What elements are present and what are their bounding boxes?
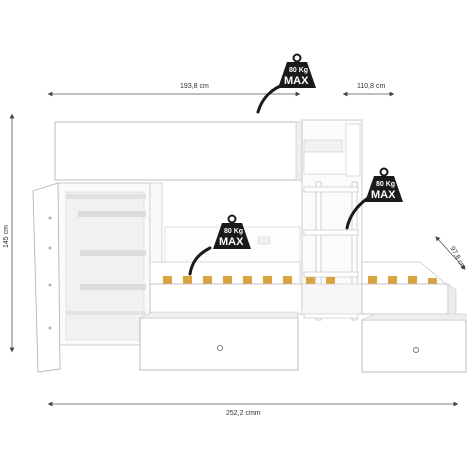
dimension-bottom-width-label: 252,2 cmm: [226, 410, 261, 417]
drawer-left-handle: [217, 345, 223, 351]
dimension-height-label: 145 cm: [3, 225, 10, 248]
side-bed: [361, 261, 457, 321]
upper-bed: [54, 121, 303, 181]
dimension-side-depth-label: 97,8 cm: [448, 246, 467, 271]
dimension-top-width-label: 193,8 cm: [180, 83, 209, 90]
dimension-side-depth: 97,8 cm: [435, 236, 467, 271]
lower-bed-frame: [149, 283, 363, 315]
weight-badge-upper: 80 Kg MAX: [256, 53, 316, 114]
dimension-top-width: 193,8 cm: [47, 83, 301, 97]
dimension-height: 145 cm: [3, 113, 15, 353]
dimension-top-depth-label: 110,8 cm: [357, 83, 385, 90]
drawer-left: [139, 311, 299, 371]
weight-badge-upper-max: MAX: [284, 75, 309, 87]
drawer-right-handle: [413, 347, 419, 353]
weight-badge-ladder-max: MAX: [371, 189, 396, 201]
weight-icon-ladder: [365, 176, 403, 202]
drawer-right: [361, 313, 467, 373]
dimension-top-depth: 110,8 cm: [342, 83, 395, 97]
weight-badge-lower-kg: 80 Kg: [224, 228, 243, 235]
ladder-tower: [301, 119, 363, 321]
weight-icon-upper: [278, 62, 316, 88]
dimension-bottom-width: 252,2 cmm: [47, 401, 459, 417]
weight-badge-ladder: 80 Kg MAX: [345, 167, 403, 230]
weight-badge-ladder-kg: 80 Kg: [376, 181, 395, 188]
weight-badge-lower-max: MAX: [219, 236, 244, 248]
wardrobe: [32, 182, 151, 373]
weight-badge-upper-kg: 80 Kg: [289, 67, 308, 74]
weight-badge-lower: 80 Kg MAX: [188, 214, 251, 276]
lower-bed-slats: [149, 261, 335, 285]
weight-icon-lower: [213, 223, 251, 249]
